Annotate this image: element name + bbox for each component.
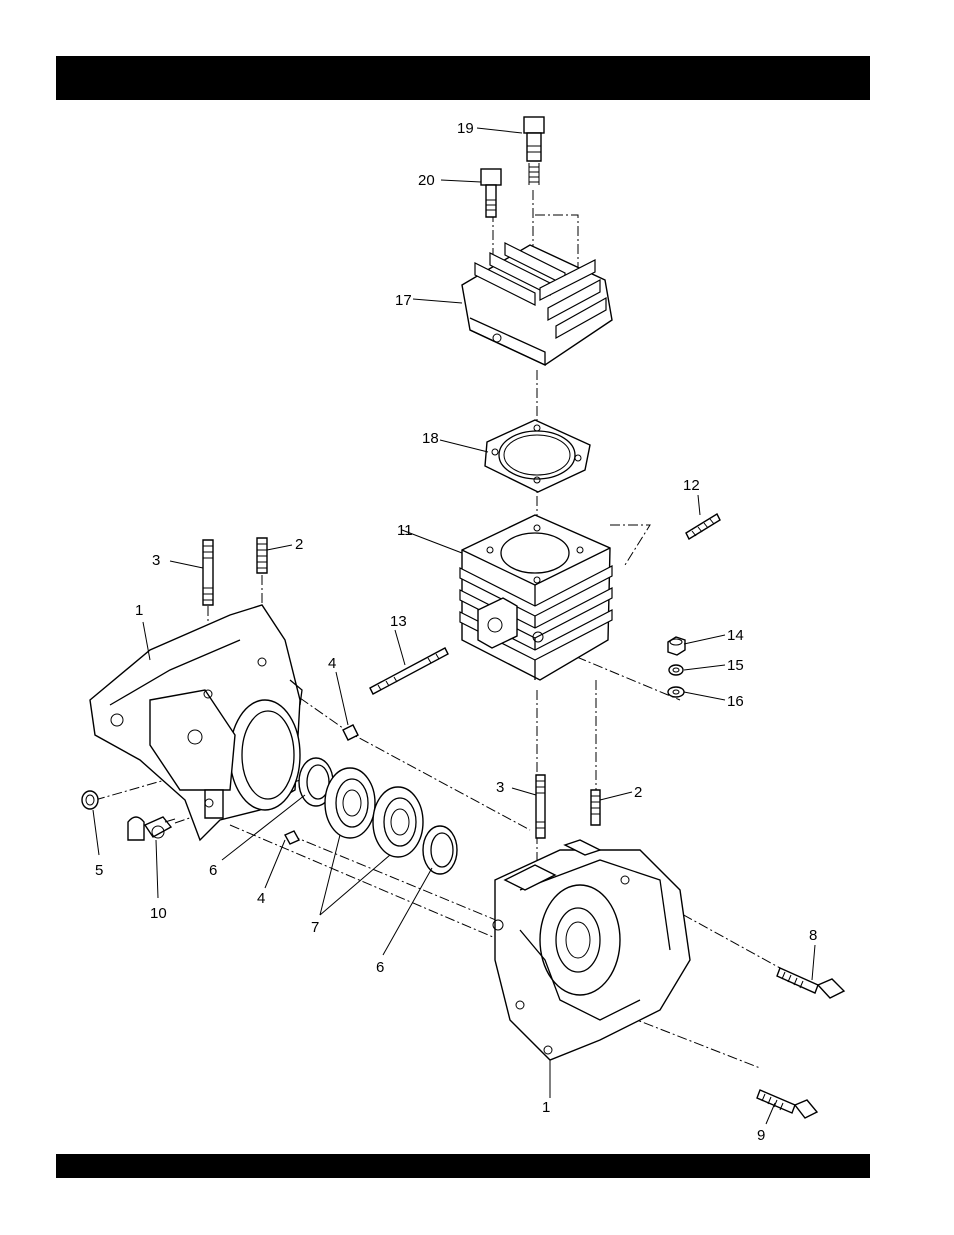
bolt-8-icon: [777, 968, 844, 998]
callout-7: 7: [311, 919, 319, 936]
fitting-10-icon: [128, 817, 175, 840]
callout-17: 17: [395, 292, 412, 309]
cylinder-head-icon: [462, 243, 612, 365]
crankcase-left-icon: [90, 605, 302, 840]
lock-washer-15-icon: [669, 665, 683, 675]
stud-3-upper-icon: [203, 540, 213, 605]
callout-1-left: 1: [135, 602, 143, 619]
callout-8: 8: [809, 927, 817, 944]
callout-14: 14: [727, 627, 744, 644]
callout-2-lower: 2: [634, 784, 642, 801]
callout-6-left: 6: [209, 862, 217, 879]
ball-bearing-7-left-icon: [325, 768, 375, 838]
crankcase-right-icon: [493, 840, 690, 1060]
stud-12-icon: [686, 514, 720, 539]
callout-10: 10: [150, 905, 167, 922]
bolt-9-icon: [757, 1090, 817, 1118]
callout-19: 19: [457, 120, 474, 137]
cap-5-icon: [82, 791, 98, 809]
stud-13-icon: [370, 648, 448, 694]
callout-3-upper: 3: [152, 552, 160, 569]
callout-11: 11: [397, 522, 413, 539]
callout-3-lower: 3: [496, 779, 504, 796]
dowel-pin-4-lower-icon: [285, 831, 299, 844]
stud-2-lower-icon: [591, 790, 600, 825]
washer-16-icon: [668, 687, 684, 697]
callout-18: 18: [422, 430, 439, 447]
callout-2-upper: 2: [295, 536, 303, 553]
callout-1-right: 1: [542, 1099, 550, 1116]
callout-9: 9: [757, 1127, 765, 1144]
dowel-pin-4-upper-icon: [343, 725, 358, 740]
bolt-19-icon: [524, 117, 544, 185]
head-gasket-icon: [485, 420, 590, 492]
callout-20: 20: [418, 172, 435, 189]
callout-16: 16: [727, 693, 744, 710]
cylinder-icon: [460, 515, 612, 680]
nut-14-icon: [668, 637, 685, 655]
callout-5: 5: [95, 862, 103, 879]
ball-bearing-7-right-icon: [373, 787, 423, 857]
callout-4-upper: 4: [328, 655, 336, 672]
callout-4-lower: 4: [257, 890, 265, 907]
callout-15: 15: [727, 657, 744, 674]
callout-12: 12: [683, 477, 700, 494]
stud-2-upper-icon: [257, 538, 267, 573]
bolt-20-icon: [481, 169, 501, 217]
leader-lines: [93, 128, 815, 1124]
callout-6-right: 6: [376, 959, 384, 976]
callout-13: 13: [390, 613, 407, 630]
stud-3-lower-icon: [536, 775, 545, 838]
oil-seal-6-right-icon: [423, 826, 457, 874]
